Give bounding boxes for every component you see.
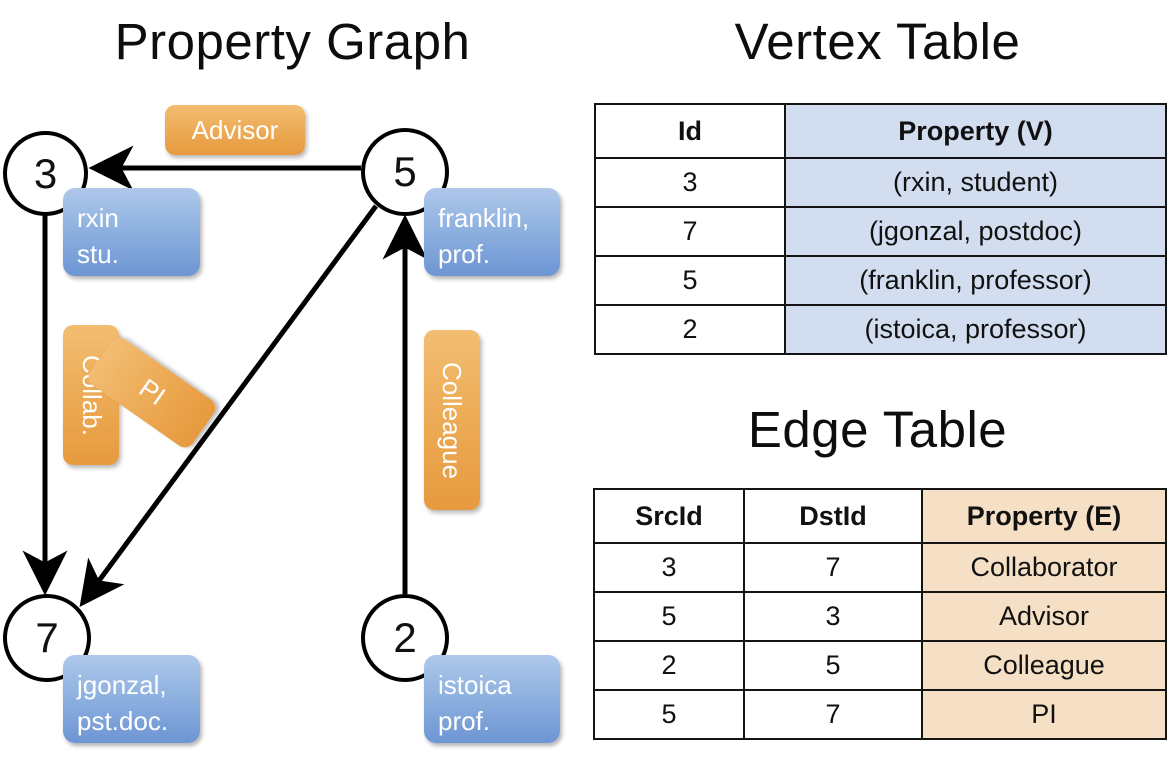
- edge-cell-dstid: 7: [743, 542, 923, 593]
- table-row: 2 (istoica, professor): [594, 304, 1167, 355]
- vertex-table-header-id: Id: [594, 103, 786, 159]
- vertex-cell-property: (jgonzal, postdoc): [784, 206, 1167, 257]
- edge-cell-srcid: 3: [593, 542, 745, 593]
- node-property-7-line2: pst.doc.: [77, 706, 169, 736]
- table-row: 5 7 PI: [593, 689, 1167, 740]
- node-property-box-5: franklin, prof.: [424, 188, 560, 276]
- graph-node-2-label: 2: [393, 614, 417, 661]
- table-row: 3 (rxin, student): [594, 157, 1167, 208]
- edge-cell-dstid: 3: [743, 591, 923, 642]
- page-title-vertex-table: Vertex Table: [734, 13, 1021, 70]
- edge-cell-srcid: 2: [593, 640, 745, 691]
- page-title-edge-table: Edge Table: [747, 401, 1008, 458]
- edge-table-header-srcid: SrcId: [593, 488, 745, 544]
- graph-node-5-label: 5: [393, 148, 417, 195]
- vertex-cell-id: 3: [594, 157, 786, 208]
- vertex-cell-id: 2: [594, 304, 786, 355]
- page-title-property-graph: Property Graph: [114, 13, 471, 70]
- edge-cell-srcid: 5: [593, 591, 745, 642]
- edge-cell-property: Colleague: [921, 640, 1167, 691]
- edge-label-colleague: Colleague: [424, 330, 480, 510]
- vertex-cell-property: (istoica, professor): [784, 304, 1167, 355]
- edge-cell-property: PI: [921, 689, 1167, 740]
- edge-cell-property: Advisor: [921, 591, 1167, 642]
- vertex-cell-property: (franklin, professor): [784, 255, 1167, 306]
- graph-node-7-label: 7: [35, 614, 59, 661]
- node-property-7-line1: jgonzal,: [77, 670, 167, 700]
- edge-label-colleague-text: Colleague: [437, 361, 468, 479]
- node-property-3-line1: rxin: [77, 203, 119, 233]
- node-property-3-line2: stu.: [77, 239, 119, 269]
- node-property-box-7: jgonzal, pst.doc.: [63, 655, 200, 743]
- vertex-table-header-row: Id Property (V): [594, 103, 1167, 159]
- edge-label-advisor-text: Advisor: [191, 114, 279, 145]
- table-row: 5 (franklin, professor): [594, 255, 1167, 306]
- edge-table-header-property: Property (E): [921, 488, 1167, 544]
- table-row: 5 3 Advisor: [593, 591, 1167, 642]
- edge-table-header-dstid: DstId: [743, 488, 923, 544]
- node-property-2-line2: prof.: [438, 706, 491, 736]
- edge-cell-property: Collaborator: [921, 542, 1167, 593]
- edge-label-advisor: Advisor: [165, 105, 305, 155]
- edge-label-pi-text: PI: [133, 372, 171, 412]
- vertex-table: Id Property (V) 3 (rxin, student) 7 (jgo…: [594, 103, 1167, 355]
- node-property-5-line1: franklin,: [438, 203, 530, 233]
- property-graph-edges: [22, 145, 428, 608]
- node-property-5-line2: prof.: [438, 239, 491, 269]
- node-property-2-line1: istoica: [438, 670, 512, 700]
- node-property-box-3: rxin stu.: [63, 188, 200, 276]
- vertex-cell-property: (rxin, student): [784, 157, 1167, 208]
- edge-cell-srcid: 5: [593, 689, 745, 740]
- vertex-table-header-property: Property (V): [784, 103, 1167, 159]
- edge-cell-dstid: 5: [743, 640, 923, 691]
- graph-node-3-label: 3: [33, 149, 58, 197]
- table-row: 2 5 Colleague: [593, 640, 1167, 691]
- node-property-box-2: istoica prof.: [424, 655, 560, 743]
- vertex-cell-id: 5: [594, 255, 786, 306]
- edge-cell-dstid: 7: [743, 689, 923, 740]
- vertex-cell-id: 7: [594, 206, 786, 257]
- table-row: 3 7 Collaborator: [593, 542, 1167, 593]
- edge-table-header-row: SrcId DstId Property (E): [593, 488, 1167, 544]
- edge-table: SrcId DstId Property (E) 3 7 Collaborato…: [593, 488, 1167, 740]
- table-row: 7 (jgonzal, postdoc): [594, 206, 1167, 257]
- edge-5-to-7: [79, 204, 379, 608]
